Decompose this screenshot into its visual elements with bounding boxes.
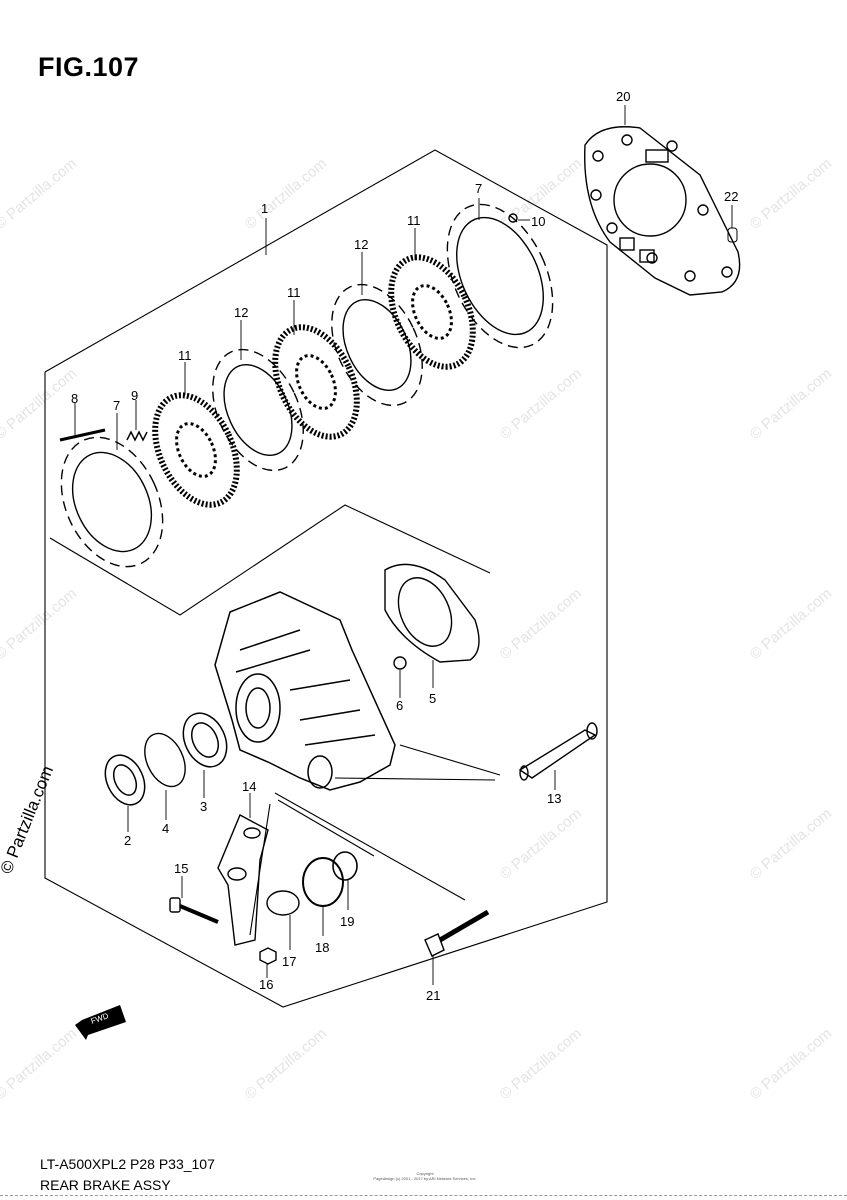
watermark: © Partzilla.com [747, 805, 835, 883]
callout-6: 6 [396, 698, 403, 713]
spring-part-18 [302, 857, 344, 907]
brake-housing [214, 591, 396, 791]
brake-lever-part-14 [217, 814, 269, 946]
callout-11-middle: 11 [287, 285, 301, 300]
shaft-part-13 [518, 722, 598, 781]
friction-disc-part-11-middle [272, 324, 360, 440]
callout-10: 10 [531, 214, 545, 229]
watermark: © Partzilla.com [0, 1025, 80, 1103]
pin-part-22 [727, 227, 738, 243]
callout-7-lower: 7 [113, 398, 120, 413]
watermark: © Partzilla.com [747, 155, 835, 233]
callout-22: 22 [724, 189, 738, 204]
watermark-layer: © Partzilla.com © Partzilla.com © Partzi… [0, 155, 835, 1103]
model-code: LT-A500XPL2 P28 P33_107 [40, 1156, 215, 1172]
callout-labels: 1 2 3 4 5 6 7 7 8 9 10 11 11 11 12 12 13… [71, 89, 738, 1003]
spring-part-9 [126, 430, 148, 442]
assembly-boundary [44, 149, 608, 1008]
watermark: © Partzilla.com [497, 1025, 585, 1103]
copyright-line-2: Pagedesign (c) 2001 - 2017 by ARI Networ… [373, 1176, 477, 1181]
circlip-part-4 [144, 732, 186, 788]
bottom-divider [0, 1195, 847, 1196]
watermark: © Partzilla.com [242, 1025, 330, 1103]
watermark: © Partzilla.com [497, 585, 585, 663]
plate-part-7-upper [446, 203, 554, 349]
watermark: © Partzilla.com [0, 155, 80, 233]
callout-13: 13 [547, 791, 561, 806]
seal-part-2 [104, 754, 146, 806]
callout-3: 3 [200, 799, 207, 814]
plate-part-12-upper [331, 283, 423, 407]
callout-11-lower: 11 [178, 348, 192, 363]
callout-15: 15 [174, 861, 188, 876]
ball-part-6 [393, 656, 407, 670]
watermark: © Partzilla.com [0, 585, 80, 663]
friction-disc-part-11-lower [152, 392, 240, 508]
watermark: © Partzilla.com [747, 365, 835, 443]
callout-20: 20 [616, 89, 630, 104]
bolt-part-15 [169, 897, 219, 924]
copyright-notice: Copyright Pagedesign (c) 2001 - 2017 by … [360, 1171, 490, 1181]
friction-disc-part-11-upper [388, 254, 476, 370]
ring-part-19 [332, 851, 358, 881]
callout-1: 1 [261, 201, 268, 216]
callout-16: 16 [259, 977, 273, 992]
callout-17: 17 [282, 954, 296, 969]
callout-8: 8 [71, 391, 78, 406]
watermark: © Partzilla.com [0, 365, 80, 443]
callout-4: 4 [162, 821, 169, 836]
callout-5: 5 [429, 691, 436, 706]
callout-7-upper: 7 [475, 181, 482, 196]
callout-12-lower: 12 [234, 305, 248, 320]
callout-2: 2 [124, 833, 131, 848]
watermark: © Partzilla.com [497, 365, 585, 443]
gasket-part-20 [584, 126, 741, 296]
watermark: © Partzilla.com [747, 585, 835, 663]
watermark: © Partzilla.com [242, 155, 330, 233]
plate-part-12-lower [212, 348, 304, 472]
callout-11-upper: 11 [407, 213, 421, 228]
copyright-line-1: Copyright [416, 1171, 434, 1176]
callout-9: 9 [131, 388, 138, 403]
assembly-name: REAR BRAKE ASSY [40, 1177, 171, 1193]
callout-19: 19 [340, 914, 354, 929]
callout-18: 18 [315, 940, 329, 955]
callout-21: 21 [426, 988, 440, 1003]
backing-plate-part-5 [384, 563, 480, 663]
bearing-part-3 [182, 712, 228, 768]
watermark: © Partzilla.com [747, 1025, 835, 1103]
nut-part-16 [259, 947, 277, 965]
leader-lines [74, 105, 733, 985]
callout-12-upper: 12 [354, 237, 368, 252]
fwd-arrow-icon: FWD [75, 1005, 126, 1040]
watermark: © Partzilla.com [497, 805, 585, 883]
washer-part-17 [266, 890, 300, 916]
callout-14: 14 [242, 779, 256, 794]
plate-part-7-lower [60, 436, 164, 568]
washer-part-10 [508, 213, 518, 223]
bolt-part-21 [424, 909, 490, 957]
figure-title: FIG.107 [38, 52, 140, 82]
bolt-part-8 [59, 428, 106, 442]
